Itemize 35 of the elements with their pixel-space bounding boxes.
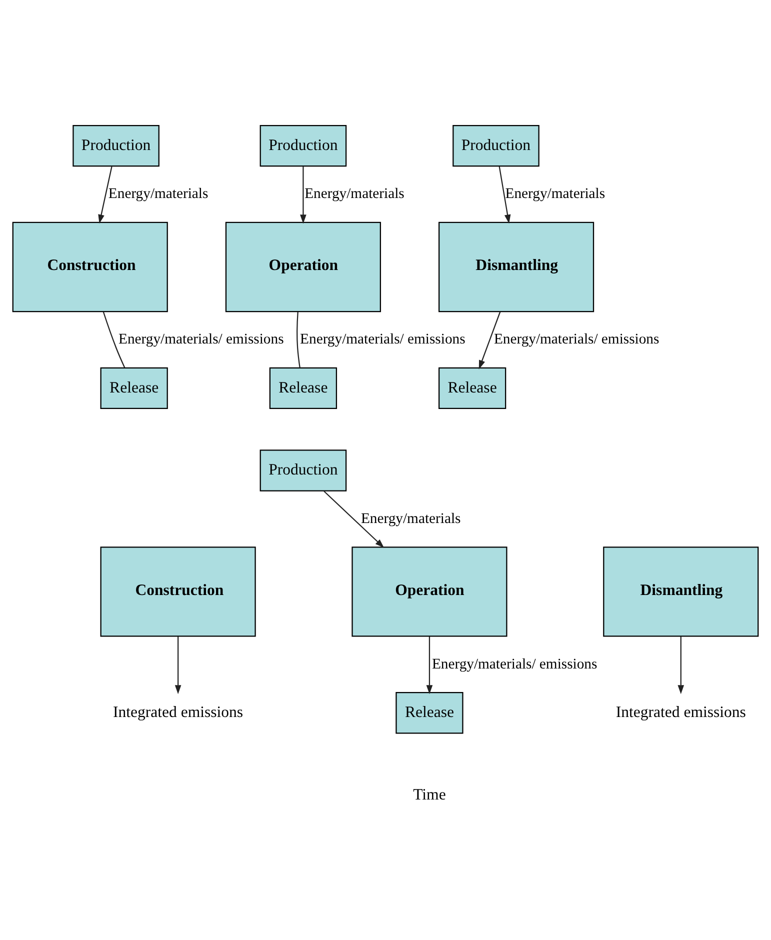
node-text: Integrated emissions bbox=[113, 704, 244, 721]
node-box: Production bbox=[260, 124, 347, 166]
edge-label: Energy/materials bbox=[505, 186, 606, 202]
node-box: Dismantling bbox=[438, 221, 594, 312]
arrow bbox=[98, 166, 112, 224]
arrow bbox=[174, 636, 182, 694]
connector bbox=[296, 311, 300, 368]
edge-label: Energy/materials/ emissions bbox=[118, 331, 284, 348]
node-box: Operation bbox=[225, 221, 381, 312]
arrow bbox=[300, 166, 306, 224]
node-box: Production bbox=[260, 449, 347, 491]
connector bbox=[102, 311, 126, 368]
node-box: Production bbox=[72, 124, 160, 166]
node-box: Dismantling bbox=[603, 546, 759, 636]
arrow bbox=[498, 166, 511, 224]
node-box: Construction bbox=[100, 546, 256, 636]
edge-label: Energy/materials/ emissions bbox=[432, 656, 598, 672]
edge-label: Energy/materials/ emissions bbox=[494, 331, 660, 348]
edge-label: Energy/materials bbox=[360, 510, 461, 526]
node-box: Release bbox=[438, 366, 506, 409]
node-box: Release bbox=[396, 692, 464, 734]
edge-label: Energy/materials/ emissions bbox=[300, 331, 466, 348]
node-box: Release bbox=[269, 366, 338, 409]
node-box: Construction bbox=[12, 221, 168, 312]
node-box: Production bbox=[452, 124, 540, 166]
edge-label: Energy/materials bbox=[304, 186, 404, 202]
arrow bbox=[426, 636, 433, 694]
arrow bbox=[324, 490, 384, 548]
arrow bbox=[478, 311, 501, 369]
label: Time bbox=[413, 786, 446, 803]
arrow bbox=[678, 636, 684, 694]
edge-label: Energy/materials bbox=[108, 186, 208, 202]
node-text: Integrated emissions bbox=[616, 704, 746, 721]
node-box: Operation bbox=[352, 546, 508, 636]
node-box: Release bbox=[100, 366, 168, 409]
